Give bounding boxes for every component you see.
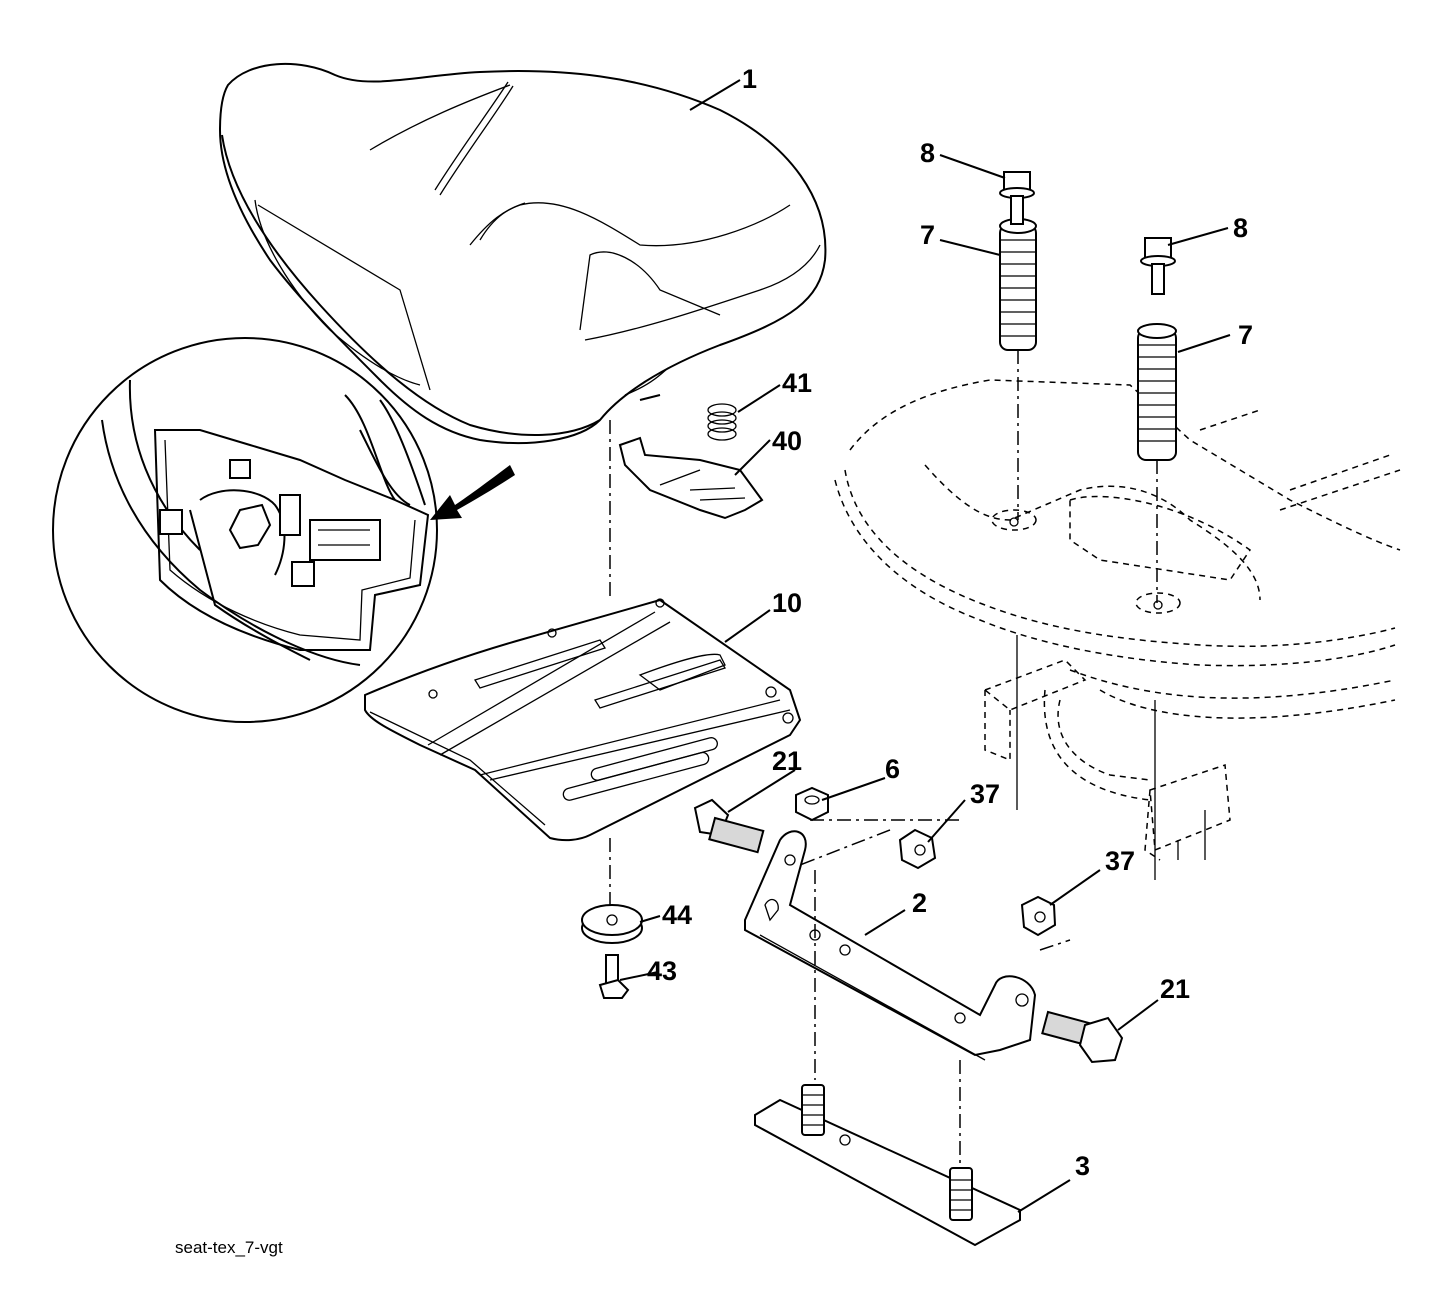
seat-plate <box>364 598 802 842</box>
seat-bracket <box>744 830 1037 1061</box>
fender-outline <box>834 379 1401 801</box>
callout-37-top: 37 <box>970 779 1000 809</box>
callout-10: 10 <box>772 588 802 618</box>
adjust-slots <box>562 737 718 801</box>
diagram-caption: seat-tex_7-vgt <box>175 1238 283 1257</box>
nut-37-bottom <box>1020 895 1057 937</box>
seat <box>218 62 827 445</box>
callout-8-left: 8 <box>920 138 935 168</box>
callout-6: 6 <box>885 754 900 784</box>
spring-41 <box>707 403 737 441</box>
detail-inset <box>52 337 515 723</box>
callout-labels: 1 8 8 7 7 41 40 10 21 6 37 37 2 44 43 21… <box>647 64 1253 1181</box>
nut-6 <box>795 786 829 822</box>
bolt-21-right <box>1041 1010 1124 1064</box>
callout-41: 41 <box>782 368 812 398</box>
callout-44: 44 <box>662 900 692 930</box>
callout-2: 2 <box>912 888 927 918</box>
callout-7-left: 7 <box>920 220 935 250</box>
callout-43: 43 <box>647 956 677 986</box>
nut-37-top <box>898 828 937 870</box>
callout-7-right: 7 <box>1238 320 1253 350</box>
callout-1: 1 <box>742 64 757 94</box>
base-plate <box>754 1084 1021 1247</box>
callout-40: 40 <box>772 426 802 456</box>
bolt-21-left <box>693 798 765 854</box>
spring-right <box>1137 323 1177 461</box>
washer-44 <box>581 904 643 944</box>
bolt-8-right <box>1140 237 1176 295</box>
callout-21-left: 21 <box>772 746 802 776</box>
bolt-8-left <box>999 171 1035 225</box>
callout-3: 3 <box>1075 1151 1090 1181</box>
slide-bracket <box>618 436 764 520</box>
frame-bracket <box>983 635 1231 880</box>
callout-8-right: 8 <box>1233 213 1248 243</box>
callout-37-bottom: 37 <box>1105 846 1135 876</box>
spring-left <box>999 218 1037 351</box>
callout-21-right: 21 <box>1160 974 1190 1004</box>
leader-lines <box>619 79 1231 1213</box>
bolt-43 <box>598 954 630 999</box>
